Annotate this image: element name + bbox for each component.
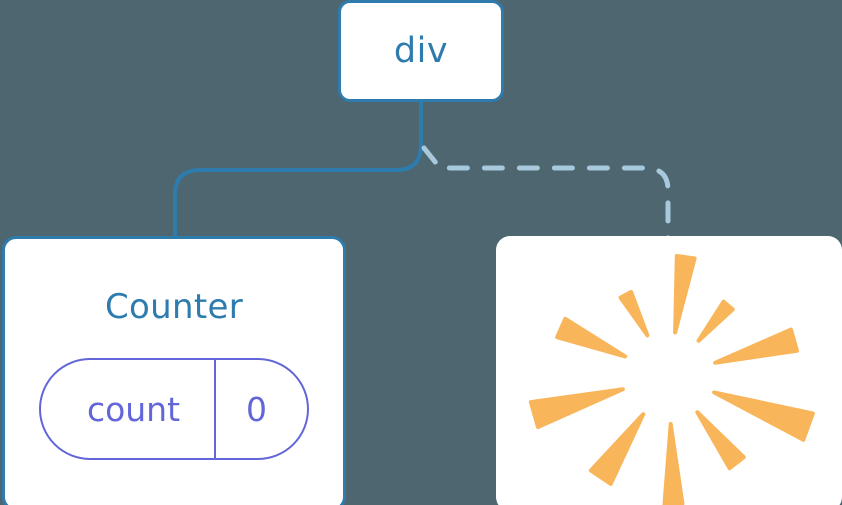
burst-ray-0 bbox=[673, 253, 697, 335]
burst-ray-7 bbox=[528, 387, 625, 430]
state-pill-count[interactable]: count 0 bbox=[38, 358, 310, 460]
burst-ray-4 bbox=[695, 410, 746, 471]
burst-ray-3 bbox=[712, 390, 815, 442]
burst-ray-8 bbox=[555, 316, 628, 359]
node-counter-title: Counter bbox=[105, 287, 243, 327]
burst-ray-9 bbox=[618, 289, 650, 338]
node-effect[interactable] bbox=[496, 236, 842, 505]
node-counter[interactable]: Counter count 0 bbox=[2, 236, 346, 505]
sparkle-burst-icon bbox=[528, 253, 815, 505]
state-value-label: 0 bbox=[246, 389, 268, 429]
burst-ray-1 bbox=[696, 299, 735, 343]
state-pill-divider bbox=[214, 360, 217, 458]
burst-ray-6 bbox=[588, 412, 646, 486]
node-div[interactable]: div bbox=[338, 0, 504, 102]
burst-ray-2 bbox=[713, 327, 799, 365]
state-key-label: count bbox=[86, 389, 181, 429]
connector-root-to-effect bbox=[421, 145, 671, 241]
connector-root-to-counter bbox=[173, 100, 423, 240]
burst-ray-5 bbox=[662, 421, 685, 505]
node-div-label: div bbox=[393, 30, 449, 71]
